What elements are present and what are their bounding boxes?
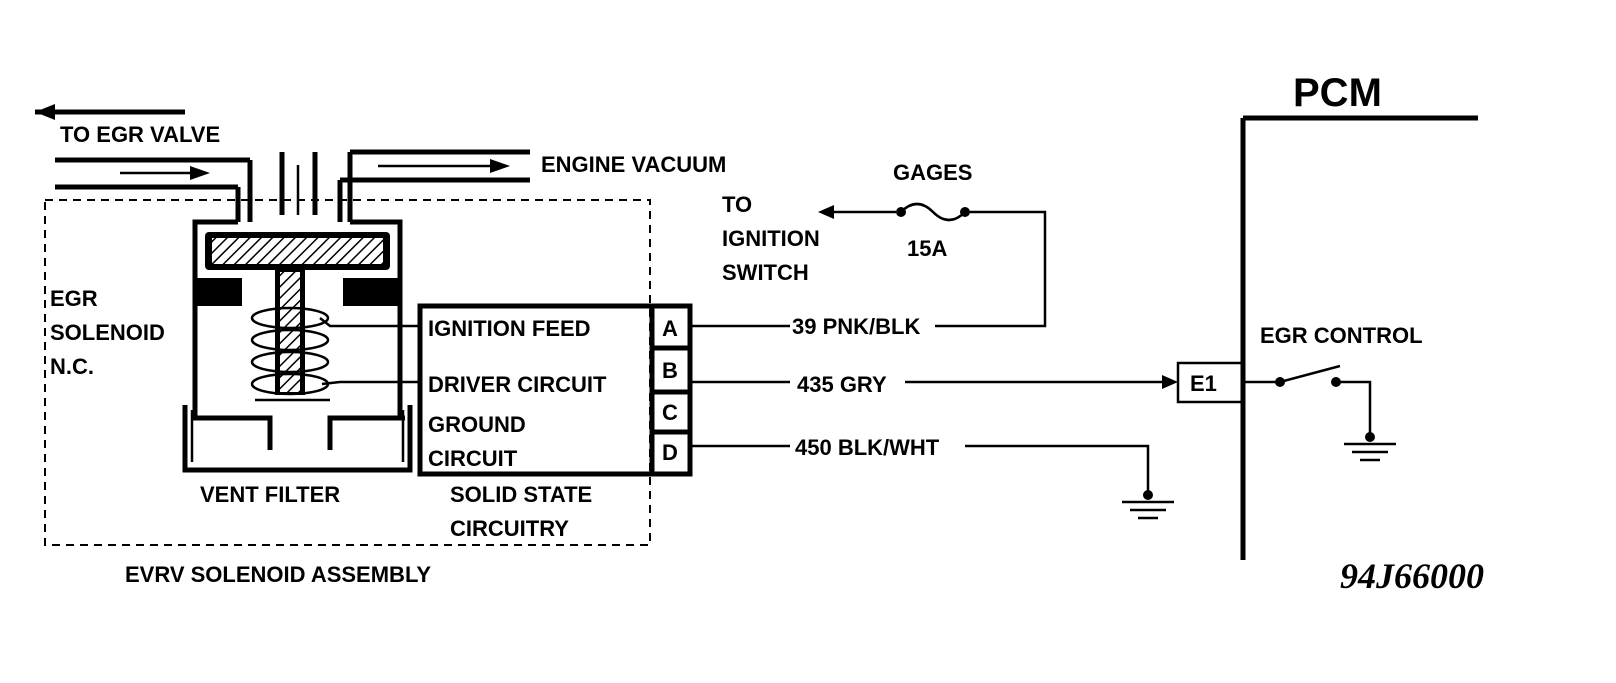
pin-a-label: A [662,316,678,341]
ground-icon [1122,490,1174,520]
fuse-icon [896,202,970,222]
right-arrow-icon-2 [490,159,510,173]
solid-state-label-1: SOLID STATE [450,482,592,507]
to-ignition-label-1: TO [722,192,752,217]
engine-vacuum-label: ENGINE VACUUM [541,152,726,177]
gages-label: GAGES [893,160,972,185]
solid-state-box [417,303,693,477]
to-ignition-label-2: IGNITION [722,226,820,251]
egr-control-label: EGR CONTROL [1260,323,1423,348]
pcm-label: PCM [1293,71,1382,115]
driver-circuit-label: DRIVER CIRCUIT [428,372,607,397]
wire-39-label: 39 PNK/BLK [792,314,920,339]
pin-d-label: D [662,440,678,465]
to-egr-valve-label: TO EGR VALVE [60,122,220,147]
vent-filter-label: VENT FILTER [200,482,340,507]
wiring [690,202,1178,492]
pin-c-label: C [662,400,678,425]
egr-solenoid-label-1: EGR [50,286,98,311]
solenoid-body [182,219,422,473]
left-arrow-icon [35,104,55,120]
solid-state-label-2: CIRCUITRY [450,516,569,541]
pcm-block [1176,115,1478,560]
ground-circuit-label-1: GROUND [428,412,526,437]
e1-arrow-icon [1162,375,1178,389]
egr-solenoid-label-3: N.C. [50,354,94,379]
plunger-hatched [280,272,300,392]
to-ignition-label-3: SWITCH [722,260,809,285]
ignition-arrow-icon [818,205,834,219]
fuse-rating-label: 15A [907,236,947,261]
figure-id-label: 94J66000 [1340,556,1484,596]
wire-450-label: 450 BLK/WHT [795,435,940,460]
assembly-label: EVRV SOLENOID ASSEMBLY [125,562,431,587]
egr-switch-icon [1279,364,1341,384]
vacuum-lines [35,104,530,222]
egr-solenoid-label-2: SOLENOID [50,320,165,345]
diaphragm-hatched [212,238,383,264]
pin-b-label: B [662,358,678,383]
right-arrow-icon [190,166,210,180]
ignition-feed-label: IGNITION FEED [428,316,591,341]
wire-435-label: 435 GRY [797,372,887,397]
e1-label: E1 [1190,371,1217,396]
ground-circuit-label-2: CIRCUIT [428,446,518,471]
